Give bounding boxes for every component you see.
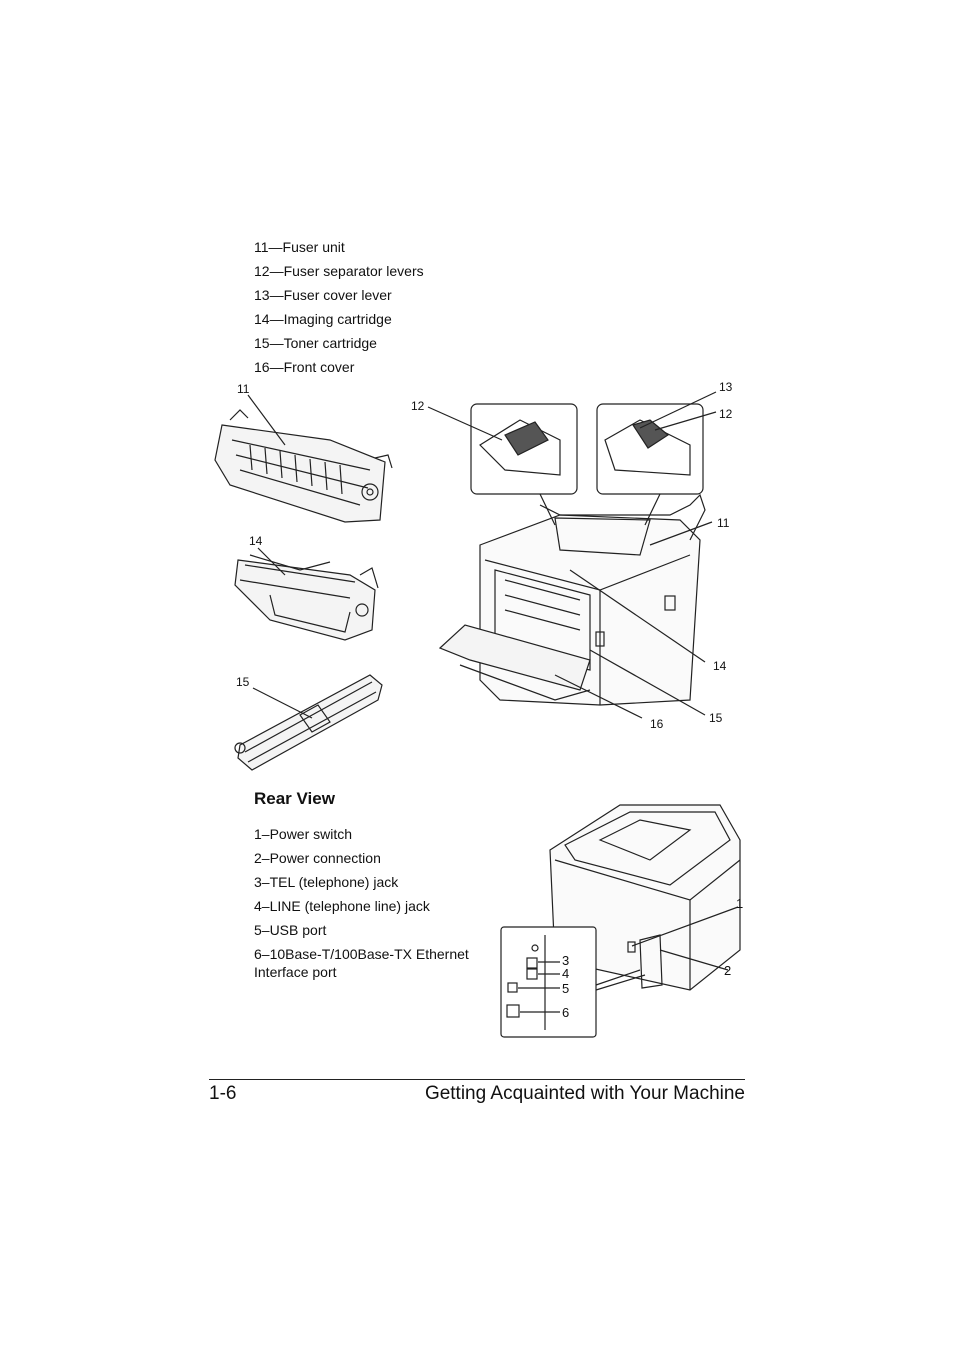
rear-item-line-jack: 4–LINE (telephone line) jack	[254, 898, 430, 914]
callout-printer-11: 11	[717, 516, 730, 530]
callout-rear-6: 6	[562, 1005, 570, 1020]
imaging-cartridge-drawing	[234, 547, 379, 641]
legend-imaging-cartridge: 14—Imaging cartridge	[254, 311, 392, 327]
page-number: 1-6	[209, 1083, 237, 1104]
callout-toner-15: 15	[236, 675, 250, 689]
callout-detail-12-left: 12	[411, 399, 425, 413]
callout-rear-3: 3	[562, 953, 570, 968]
footer-rule	[209, 1079, 745, 1080]
rear-item-power-connection: 2–Power connection	[254, 850, 381, 866]
rear-item-usb-port: 5–USB port	[254, 922, 327, 938]
legend-front-cover: 16—Front cover	[254, 359, 355, 375]
printer-front-drawing	[427, 391, 717, 719]
legend-toner-cartridge: 15—Toner cartridge	[254, 335, 377, 351]
callout-rear-4: 4	[562, 966, 570, 981]
callout-rear-1: 1	[736, 896, 744, 911]
toner-cartridge-drawing	[234, 674, 383, 771]
callout-imaging-14: 14	[249, 534, 263, 548]
chapter-title: Getting Acquainted with Your Machine	[424, 1083, 745, 1104]
callout-fuser-11: 11	[237, 382, 250, 396]
legend-fuser-separator-levers: 12—Fuser separator levers	[254, 263, 424, 279]
legend-fuser-cover-lever: 13—Fuser cover lever	[254, 287, 392, 303]
rear-item-ethernet-port: 6–10Base-T/100Base-TX Ethernet Interface…	[254, 946, 469, 980]
rear-item-power-switch: 1–Power switch	[254, 826, 353, 842]
callout-rear-5: 5	[562, 981, 570, 996]
callout-printer-16: 16	[650, 717, 664, 731]
legend-fuser-unit: 11—Fuser unit	[254, 239, 345, 255]
callout-printer-15: 15	[709, 711, 723, 725]
printer-rear-drawing	[500, 804, 741, 1038]
callout-printer-14: 14	[713, 659, 727, 673]
callout-detail-12-right: 12	[719, 407, 733, 421]
rear-item-tel-jack: 3–TEL (telephone) jack	[254, 874, 399, 890]
callout-rear-2: 2	[724, 963, 732, 978]
callout-detail-13: 13	[719, 380, 733, 394]
fuser-unit-drawing	[214, 394, 393, 523]
rear-view-heading: Rear View	[254, 789, 335, 808]
